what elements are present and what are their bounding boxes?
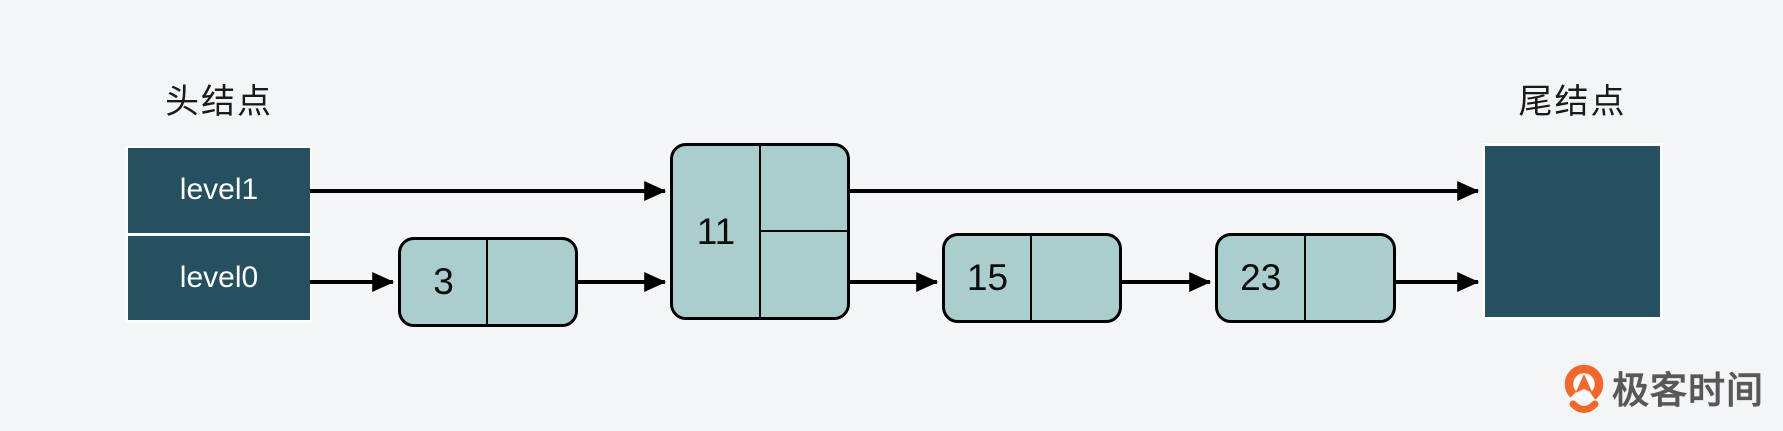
node-23: 23: [1215, 233, 1396, 323]
node-11-pointer-column: [761, 146, 847, 317]
head-node: level1 level0: [126, 146, 312, 322]
node-3: 3: [398, 237, 578, 327]
node-23-value: 23: [1218, 236, 1306, 320]
node-23-pointer-cell: [1306, 236, 1394, 320]
brand-name: 极客时间: [1612, 369, 1764, 411]
brand-watermark: 极客时间: [1562, 362, 1764, 418]
node-11-value: 11: [673, 146, 761, 317]
node-15: 15: [942, 233, 1122, 323]
node-11-level1-pointer-cell: [761, 146, 847, 232]
node-3-pointer-cell: [488, 240, 575, 324]
tail-node: [1482, 143, 1663, 320]
geektime-logo-icon: [1564, 364, 1604, 413]
node-15-value: 15: [945, 236, 1032, 320]
node-3-value: 3: [401, 240, 488, 324]
node-11: 11: [670, 143, 850, 320]
head-level1-cell: level1: [128, 148, 310, 233]
node-11-level0-pointer-cell: [761, 232, 847, 317]
head-level0-cell: level0: [128, 235, 310, 320]
head-node-label: 头结点: [165, 82, 273, 121]
tail-node-label: 尾结点: [1518, 82, 1627, 121]
node-15-pointer-cell: [1032, 236, 1119, 320]
